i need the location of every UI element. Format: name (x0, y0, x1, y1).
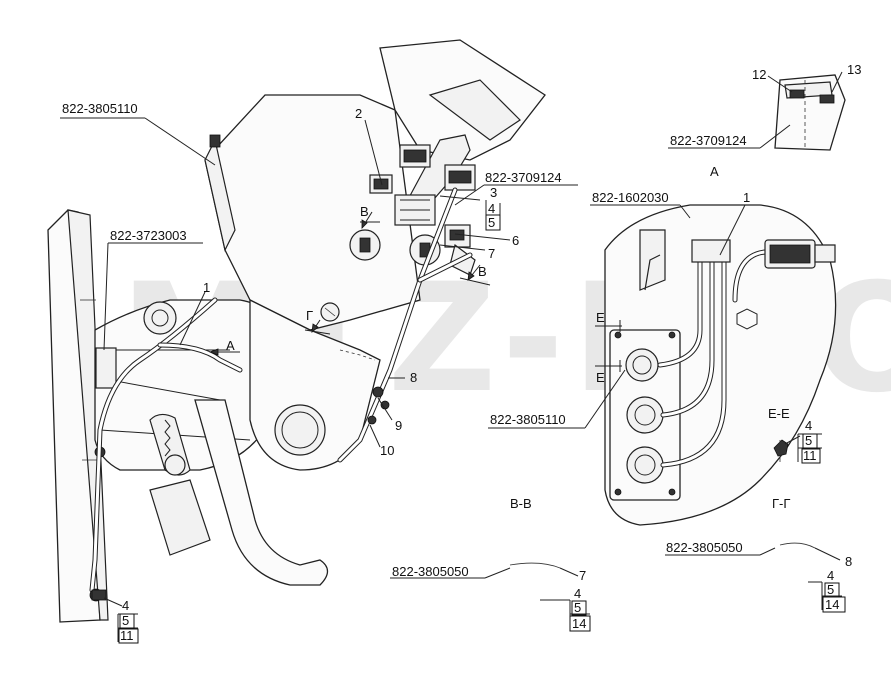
callout-14-gg: 14 (825, 597, 839, 612)
callout-7-bb: 7 (579, 568, 586, 583)
callout-11-left-box (118, 628, 139, 644)
callout-13: 13 (847, 62, 861, 77)
callout-14-bb: 14 (572, 616, 586, 631)
arrow-g-label: Г (306, 308, 313, 323)
callout-14-gg-box (822, 596, 846, 613)
callout-5-left: 5 (122, 613, 129, 628)
callout-1: 1 (203, 280, 210, 295)
console-housing (204, 94, 421, 471)
callout-5-bb-box (571, 600, 587, 616)
arrow-b-top-label: В (360, 204, 369, 219)
callout-5-gg: 5 (827, 582, 834, 597)
callout-5-left-box (119, 613, 135, 629)
callout-5-top-box (485, 214, 501, 231)
callout-5-top: 5 (488, 215, 495, 230)
part-number-wire-left: 822-3805050 (392, 564, 469, 579)
callout-4-left: 4 (122, 598, 129, 613)
section-ee-label: Е-Е (768, 406, 790, 421)
callout-1-inset: 1 (743, 190, 750, 205)
callout-2: 2 (355, 106, 362, 121)
callout-8-gg: 8 (845, 554, 852, 569)
callout-5-ee: 5 (805, 433, 812, 448)
leader-lines (60, 117, 578, 642)
callout-11-ee-box (801, 448, 821, 464)
part-number-inset-part: 822-1602030 (592, 190, 669, 205)
section-bb-detail (390, 562, 590, 630)
harness-detail-top-right (668, 71, 846, 151)
section-bb-label: В-В (510, 496, 532, 511)
callout-8-main: 8 (410, 370, 417, 385)
arrow-e-top-label: Е (596, 310, 605, 325)
pedal-harness (89, 297, 243, 602)
view-a-label: А (710, 164, 719, 179)
lever-cover (379, 39, 546, 226)
pedal (149, 399, 329, 586)
section-gg-detail (665, 542, 842, 610)
column-harness (320, 187, 473, 463)
callout-5-ee-box (802, 433, 818, 449)
callout-14-bb-box (569, 615, 591, 632)
arrow-e-bottom-label: Е (596, 370, 605, 385)
callout-4-ee: 4 (805, 418, 812, 433)
callout-12: 12 (752, 67, 766, 82)
callout-6: 6 (512, 233, 519, 248)
callout-7-main: 7 (488, 246, 495, 261)
part-number-main-harness: 822-3805110 (62, 101, 138, 116)
section-gg-label: Г-Г (772, 496, 790, 511)
callout-11-left: 11 (120, 628, 134, 643)
callout-4-bb: 4 (574, 586, 581, 601)
part-number-top-right-harness: 822-3709124 (670, 133, 747, 148)
callout-4-gg: 4 (827, 568, 834, 583)
callout-11-ee: 11 (803, 448, 817, 463)
part-number-switch-harness: 822-3709124 (485, 170, 562, 185)
arrow-b-right-label: В (478, 264, 487, 279)
callout-10: 10 (380, 443, 394, 458)
callout-9: 9 (395, 418, 402, 433)
callout-5-bb: 5 (574, 600, 581, 615)
callout-4-top: 4 (488, 201, 495, 216)
part-number-pedal-harness: 822-3723003 (110, 228, 187, 243)
part-number-inset-harness: 822-3805110 (490, 412, 566, 427)
arrow-a-label: А (226, 338, 235, 353)
part-number-wire-right: 822-3805050 (666, 540, 743, 555)
callout-3: 3 (490, 185, 497, 200)
